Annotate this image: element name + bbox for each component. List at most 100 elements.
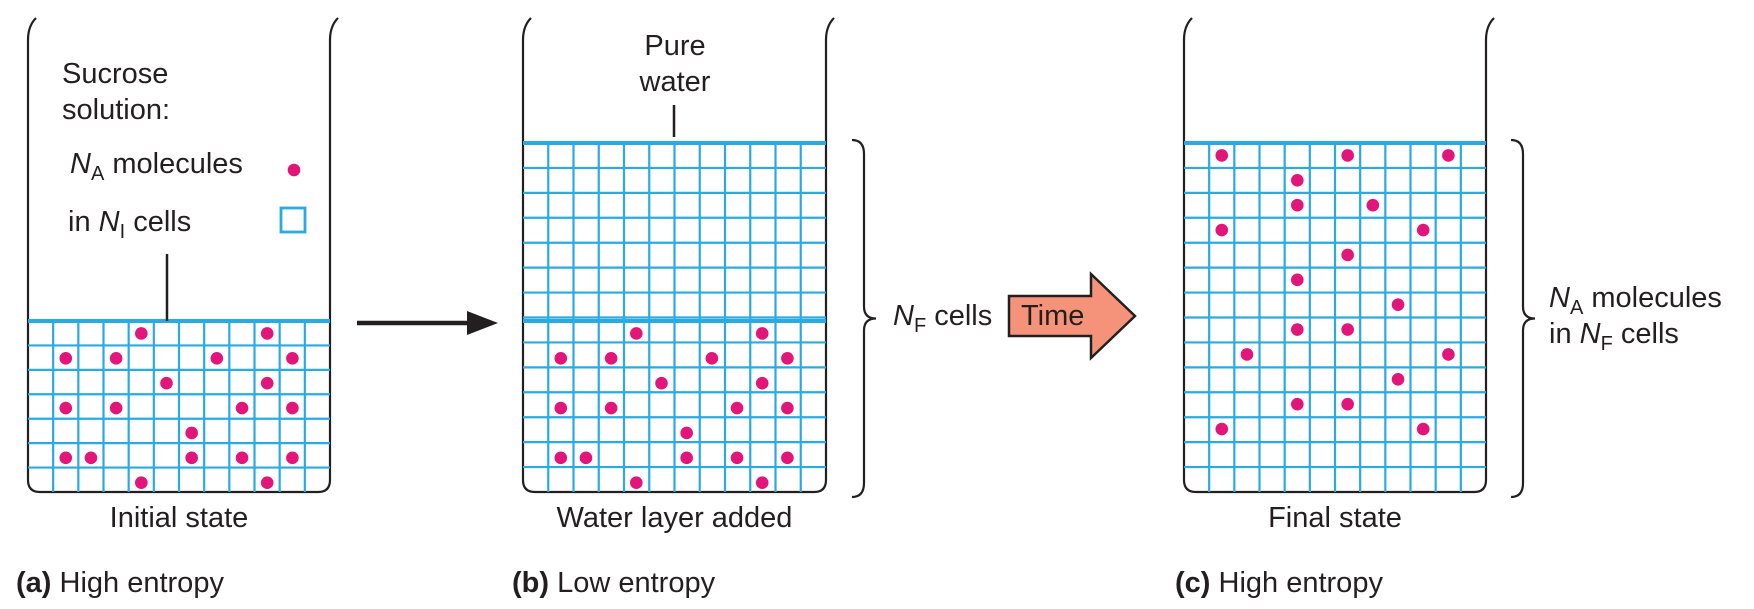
legend-cells-text: cells	[133, 206, 192, 238]
panel-c-brace	[1510, 138, 1536, 499]
in-nf-cells-text: cells	[1620, 318, 1679, 350]
panel-c-molecule	[1442, 149, 1455, 162]
panel-c-beaker	[1182, 17, 1495, 494]
panel-b-molecule	[554, 451, 568, 465]
legend-molecules-symbol: N	[70, 148, 91, 180]
nf-cells-text: cells	[934, 300, 993, 332]
water-layer-added-label: Water layer added	[556, 502, 793, 534]
nf-cells-label: NF cells	[893, 300, 993, 337]
panel-a-molecule	[185, 451, 198, 465]
initial-state-label: Initial state	[109, 502, 249, 534]
caption-a: (a) High entropy	[16, 567, 224, 600]
panel-c-molecule	[1215, 149, 1229, 162]
panel-a-molecule	[210, 352, 224, 365]
panel-a-molecule	[235, 401, 249, 415]
panel-c-molecule	[1341, 397, 1354, 411]
panel-b-molecule	[554, 352, 568, 365]
legend-title-line1: Sucrose	[62, 58, 169, 90]
time-label: Time	[1021, 300, 1085, 332]
panel-a-molecule	[235, 451, 249, 465]
in-nf-cells-symbol: N	[1579, 318, 1601, 350]
panel-c-molecule	[1215, 422, 1229, 436]
legend-molecules: NA molecules	[70, 148, 243, 185]
legend-cells-symbol: N	[98, 206, 120, 238]
panel-b-molecule	[781, 451, 794, 465]
na-molecules-sub: A	[1569, 297, 1584, 319]
panel-b-molecule	[705, 352, 719, 365]
legend-title-line2: solution:	[62, 94, 171, 126]
panel-a-molecule	[135, 476, 148, 489]
in-nf-cells-sub: F	[1600, 333, 1613, 355]
panel-a-molecule	[59, 401, 73, 415]
panel-b-molecule	[630, 476, 643, 489]
final-state-label: Final state	[1268, 502, 1402, 534]
panel-b-molecule	[781, 401, 794, 415]
panel-b-molecule	[604, 401, 618, 415]
panel-b-molecule	[655, 376, 668, 390]
panel-a-molecule	[286, 401, 299, 415]
panel-b-molecule	[680, 451, 693, 465]
panel-a-molecule	[59, 352, 73, 365]
na-molecules-text: molecules	[1591, 282, 1722, 314]
in-nf-cells-label: in NF cells	[1549, 318, 1679, 355]
transition-arrow-head	[467, 311, 498, 335]
caption-a-letter: (a)	[16, 567, 52, 599]
panel-b-molecule	[680, 426, 693, 440]
caption-c: (c) High entropy	[1175, 567, 1383, 600]
panel-c-molecule	[1391, 298, 1405, 311]
panel-a-molecule	[160, 376, 173, 390]
panel-b-molecule	[604, 352, 618, 365]
panel-c-molecule	[1215, 223, 1229, 237]
panel-a-molecule	[185, 426, 198, 440]
panel-a-molecule	[260, 327, 274, 340]
panel-c-molecule	[1341, 248, 1354, 262]
na-molecules-label: NA molecules	[1549, 282, 1722, 319]
panel-c-molecule	[1291, 198, 1304, 212]
panel-a-molecule	[135, 327, 148, 340]
panel-a-molecule	[286, 352, 299, 365]
panel-a-molecule	[109, 352, 123, 365]
panel-b-molecule	[781, 352, 794, 365]
panel-b-molecule	[554, 401, 568, 415]
panel-c-molecule	[1291, 273, 1304, 287]
panel-b-molecule	[755, 376, 769, 390]
panel-c-molecule	[1291, 397, 1304, 411]
legend-cells: in NI cells	[68, 206, 192, 243]
panel-a-molecule	[260, 376, 274, 390]
panel-c-molecule	[1391, 373, 1405, 386]
legend-molecule-icon	[287, 163, 301, 177]
panel-c-molecule	[1240, 348, 1254, 361]
legend-cells-prefix: in	[68, 206, 91, 238]
na-molecules-symbol: N	[1549, 282, 1570, 314]
panel-c-molecule	[1442, 348, 1455, 361]
panel-b-molecule	[755, 327, 769, 340]
legend-cell-icon	[279, 206, 307, 234]
panel-c-molecule	[1341, 323, 1354, 336]
panel-a-molecule	[286, 451, 299, 465]
panel-c-molecule	[1291, 174, 1304, 187]
caption-b-text: Low entropy	[557, 567, 716, 599]
caption-b: (b) Low entropy	[512, 567, 715, 600]
caption-c-text: High entropy	[1218, 567, 1383, 599]
panel-a-molecule	[84, 451, 98, 465]
pure-water-label-line2: water	[639, 66, 711, 98]
time-arrow	[1007, 271, 1137, 361]
pure-water-label-line1: Pure	[644, 30, 706, 62]
panel-a-molecule	[59, 451, 73, 465]
panel-b-molecule	[579, 451, 593, 465]
panel-c-molecule	[1416, 422, 1430, 436]
caption-a-text: High entropy	[59, 567, 224, 599]
panel-c-molecule	[1291, 323, 1304, 336]
panel-b-molecule	[730, 401, 744, 415]
panel-b-molecule	[630, 327, 643, 340]
in-nf-cells-prefix: in	[1549, 318, 1572, 350]
nf-cells-symbol: N	[893, 300, 914, 332]
panel-b-brace	[851, 138, 877, 499]
legend-molecules-sub: A	[90, 163, 105, 185]
panel-c-molecule	[1416, 223, 1430, 237]
panel-b-molecule	[730, 451, 744, 465]
nf-cells-sub: F	[913, 315, 927, 337]
panel-b-molecule	[755, 476, 769, 489]
